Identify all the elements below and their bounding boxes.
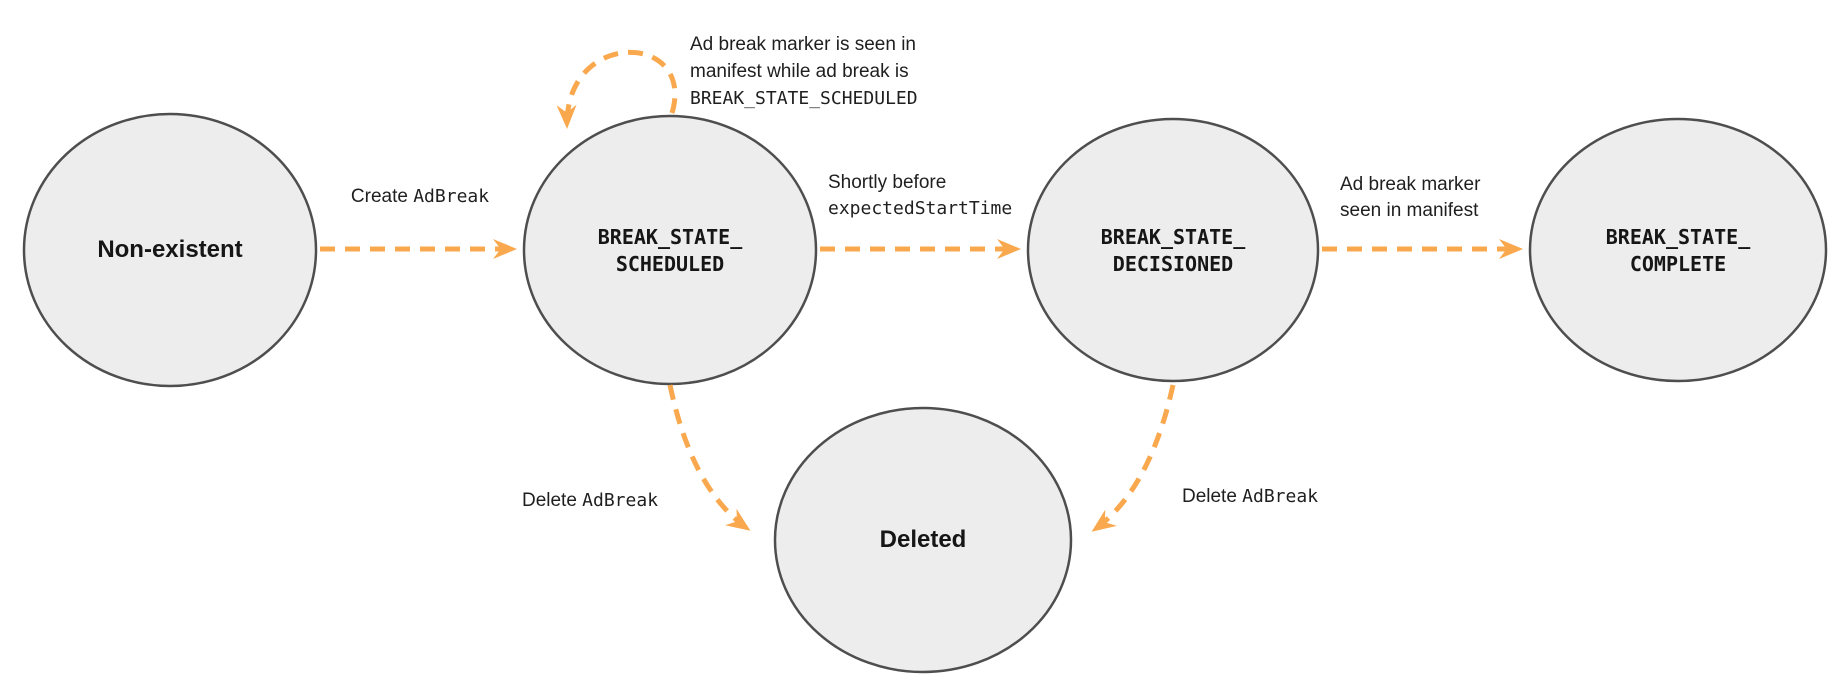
state-deleted <box>773 406 1073 674</box>
label-text: Delete <box>1181 486 1243 507</box>
label-code-adbreak: AdBreak <box>413 186 490 207</box>
label-line1: Shortly before <box>828 172 947 193</box>
state-break-state-complete <box>1528 117 1828 383</box>
transition-label-shortly-before: Shortly before expectedStartTime <box>828 170 1012 222</box>
state-break-state-scheduled <box>522 114 818 386</box>
label-code-expectedstarttime: expectedStartTime <box>828 198 1013 219</box>
state-label-line1: BREAK_STATE_ <box>1100 225 1246 249</box>
label-code-break-state-scheduled: BREAK_STATE_SCHEDULED <box>690 88 918 109</box>
state-label-break-state-complete: BREAK_STATE_ COMPLETE <box>1528 224 1828 278</box>
state-non-existent <box>22 112 318 388</box>
label-line2: seen in manifest <box>1340 200 1479 221</box>
state-label-line1: BREAK_STATE_ <box>597 225 743 249</box>
label-line1: Ad break marker is seen in <box>690 34 916 55</box>
arrow-self-loop-scheduled <box>556 49 678 129</box>
state-label-line1: BREAK_STATE_ <box>1605 225 1751 249</box>
state-label-line2: DECISIONED <box>1112 252 1234 276</box>
state-label-break-state-decisioned: BREAK_STATE_ DECISIONED <box>1023 224 1323 278</box>
state-label-deleted: Deleted <box>879 526 967 553</box>
state-label-break-state-scheduled: BREAK_STATE_ SCHEDULED <box>520 224 820 278</box>
transition-label-marker-seen: Ad break marker seen in manifest <box>1340 172 1480 224</box>
state-break-state-decisioned <box>1026 117 1320 383</box>
state-label-line2: COMPLETE <box>1629 252 1727 276</box>
label-text: Create <box>350 186 414 207</box>
label-code-adbreak: AdBreak <box>1242 486 1319 507</box>
state-label-line2: SCHEDULED <box>615 252 725 276</box>
label-code-adbreak: AdBreak <box>582 490 659 511</box>
transition-label-delete-adbreak-left: Delete AdBreak <box>490 488 690 514</box>
label-line2: manifest while ad break is <box>690 61 909 82</box>
state-label-non-existent: Non-existent <box>97 236 243 263</box>
label-line1: Ad break marker <box>1340 174 1481 195</box>
label-text: Delete <box>521 490 583 511</box>
transition-label-self-loop: Ad break marker is seen in manifest whil… <box>690 31 918 112</box>
arrow-decisioned-to-deleted <box>1091 384 1176 533</box>
transition-label-create-adbreak: Create AdBreak <box>312 184 528 210</box>
transition-label-delete-adbreak-right: Delete AdBreak <box>1150 484 1350 510</box>
arrow-scheduled-to-deleted <box>667 384 751 532</box>
